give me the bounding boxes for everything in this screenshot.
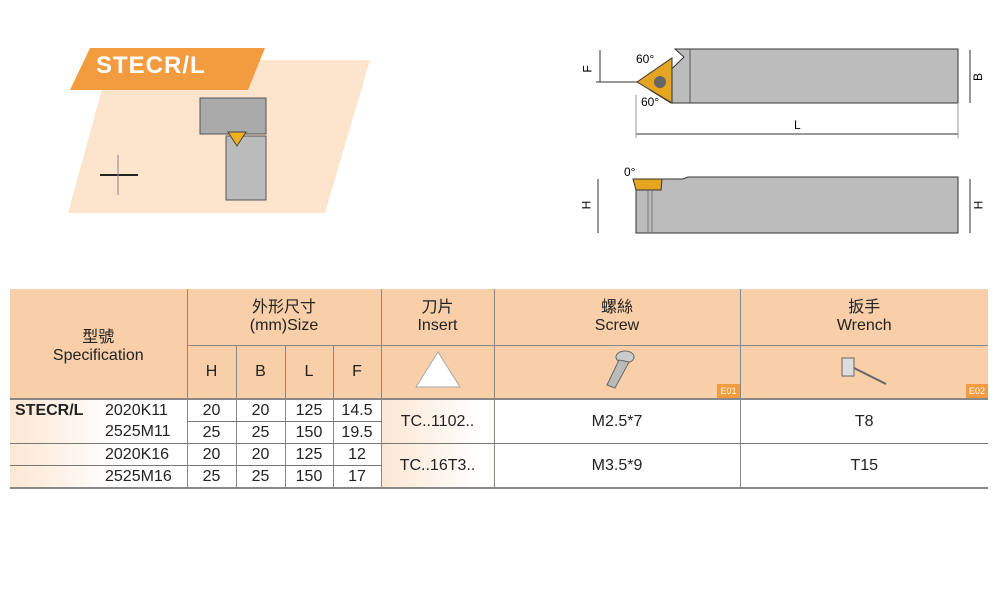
size-header: 外形尺寸(mm)Size (186, 289, 381, 346)
cell-f: 12 (332, 443, 381, 466)
col-h: H (186, 345, 236, 399)
cell-f: 19.5 (332, 421, 381, 444)
col-l: L (284, 345, 333, 399)
wrench-code-tag: E02 (965, 384, 988, 398)
dim-h-left-label: H (579, 200, 594, 210)
dim-b-label: B (971, 72, 986, 82)
cell-f: 17 (332, 465, 381, 488)
wrench-icon-cell: E02 (739, 345, 988, 399)
col-f: F (332, 345, 381, 399)
illustrations (68, 48, 971, 234)
model-cell: 2020K16 (10, 443, 187, 466)
cell-b: 20 (235, 399, 285, 422)
cell-f: 14.5 (332, 399, 381, 422)
insert-cell: TC..16T3.. (380, 443, 494, 489)
model-cell: 2525M11 (10, 421, 187, 444)
screw-cell: M3.5*9 (493, 443, 740, 489)
insert-triangle-icon (380, 345, 494, 399)
dim-f-label: F (580, 65, 595, 73)
angle-bottom-label: 60° (641, 95, 660, 109)
insert-cell: TC..1102.. (380, 399, 494, 444)
top-view-drawing (596, 48, 971, 138)
series-title: STECR/L (96, 52, 206, 79)
col-b: B (235, 345, 285, 399)
screw-code-tag: E01 (717, 384, 740, 398)
cell-l: 150 (284, 421, 333, 444)
cell-h: 20 (186, 399, 236, 422)
wrench-icon (841, 357, 887, 385)
wrench-cell: T8 (739, 399, 988, 444)
angle-side-label: 0° (624, 165, 636, 179)
setup-icon (100, 97, 267, 201)
cell-h: 20 (186, 443, 236, 466)
title-banner (70, 48, 265, 90)
dim-l-label: L (794, 118, 801, 132)
cell-h: 25 (186, 465, 236, 488)
cell-b: 25 (235, 421, 285, 444)
dim-h-right-label: H (971, 200, 986, 210)
cell-b: 25 (235, 465, 285, 488)
cell-b: 20 (235, 443, 285, 466)
cell-l: 150 (284, 465, 333, 488)
wrench-cell: T15 (739, 443, 988, 489)
screw-cell: M2.5*7 (493, 399, 740, 444)
screw-icon (606, 350, 635, 389)
model-cell: 2525M16 (10, 465, 187, 488)
banner-background (68, 60, 370, 213)
cell-h: 25 (186, 421, 236, 444)
side-view-drawing (597, 176, 971, 234)
screw-icon-cell: E01 (493, 345, 740, 399)
angle-top-label: 60° (636, 52, 655, 66)
cell-l: 125 (284, 399, 333, 422)
cell-l: 125 (284, 443, 333, 466)
